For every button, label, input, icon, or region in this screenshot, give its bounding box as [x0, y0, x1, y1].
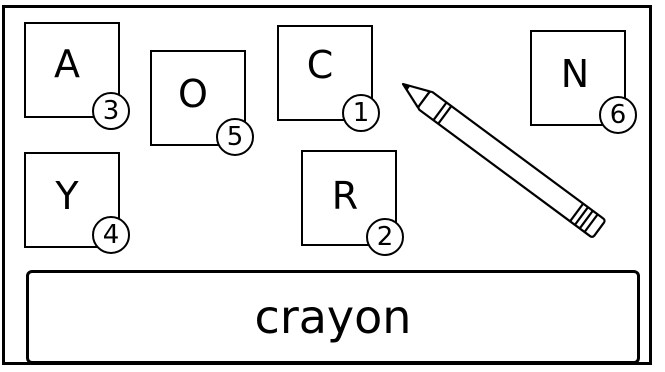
tile-letter: A	[54, 42, 80, 86]
letter-tile-r[interactable]: R	[301, 150, 397, 246]
tile-order-badge: 4	[92, 216, 130, 254]
tile-letter: C	[306, 43, 334, 87]
crayon-icon	[401, 82, 606, 238]
tile-order-badge: 6	[599, 96, 637, 134]
tile-letter: R	[331, 174, 359, 218]
tile-order-badge: 1	[342, 94, 380, 132]
tile-letter: N	[560, 52, 590, 96]
tile-order-badge: 5	[216, 118, 254, 156]
tile-order-badge: 3	[92, 92, 130, 130]
letter-tile-a[interactable]: A	[24, 22, 120, 118]
letter-tile-y[interactable]: Y	[24, 152, 120, 248]
answer-word: crayon	[254, 290, 412, 344]
letter-tile-o[interactable]: O	[150, 50, 246, 146]
answer-word-box[interactable]: crayon	[26, 270, 640, 364]
letter-tile-n[interactable]: N	[530, 30, 626, 126]
tile-letter: Y	[55, 174, 79, 218]
tile-letter: O	[178, 72, 208, 116]
tile-order-badge: 2	[366, 218, 404, 256]
